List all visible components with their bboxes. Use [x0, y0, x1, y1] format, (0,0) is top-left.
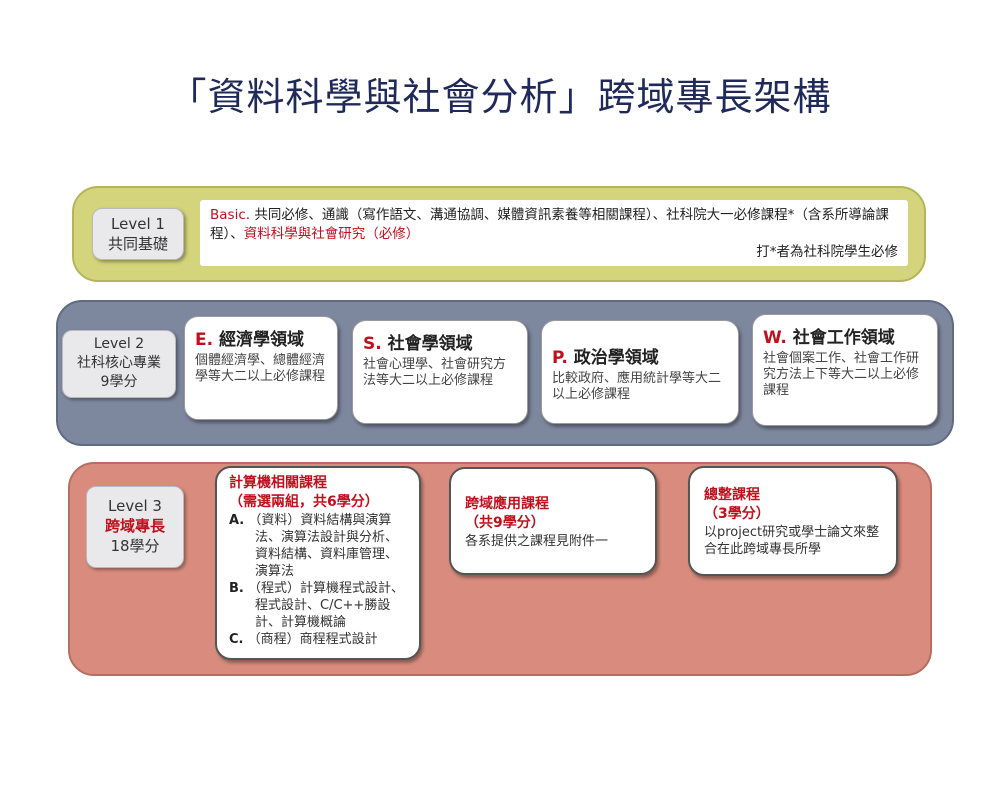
cross-domain-desc: 各系提供之課程見附件一 [465, 534, 609, 549]
level3-sublabel: 跨域專長 [104, 517, 165, 535]
economics-title: E. 經濟學領域 [195, 330, 304, 350]
social-work-title: W. 社會工作領域 [763, 328, 895, 348]
level2-sublabel: 社科核心專業 [77, 355, 161, 371]
level1-label: Level 1 [111, 215, 165, 233]
level3-credits: 18學分 [110, 537, 160, 555]
level1-sublabel: 共同基礎 [107, 235, 168, 253]
basic-text: 共同必修、通識（寫作語文、溝通協調、媒體資訊素養等相關課程）、社科院大一必修課程… [210, 207, 889, 242]
capstone-desc: 以project研究或學士論文來整合在此跨域專長所學 [704, 525, 880, 557]
level3-label: Level 3 [108, 497, 162, 515]
level2-label: Level 2 [93, 336, 145, 352]
basic-panel: Basic. 共同必修、通識（寫作語文、溝通協調、媒體資訊素養等相關課程）、社科… [200, 200, 908, 266]
capstone-card: 總整課程 （3學分） 以project研究或學士論文來整合在此跨域專長所學 [688, 466, 898, 576]
computing-credits: （需選兩組，共6學分） [229, 494, 379, 510]
level3-label-box: Level 3 跨域專長 18學分 [86, 486, 184, 568]
sociology-title: S. 社會學領域 [363, 334, 473, 354]
capstone-title: 總整課程 [704, 487, 760, 503]
basic-required-text: 資料科學與社會研究（必修） [243, 226, 420, 242]
level2-label-box: Level 2 社科核心專業 9學分 [62, 330, 176, 398]
capstone-credits: （3學分） [704, 506, 770, 522]
cross-domain-credits: （共9學分） [465, 515, 545, 531]
computing-title: 計算機相關課程 [229, 475, 327, 491]
basic-note: 打*者為社科院學生必修 [756, 244, 898, 260]
cross-domain-card: 跨域應用課程 （共9學分） 各系提供之課程見附件一 [449, 467, 657, 575]
economics-card: E. 經濟學領域 個體經濟學、總體經濟學等大二以上必修課程 [184, 316, 338, 420]
computing-item-b: B. （程式）計算機程式設計、程式設計、C/C++勝設計、計算機概論 [229, 581, 405, 630]
economics-desc: 個體經濟學、總體經濟學等大二以上必修課程 [195, 353, 326, 384]
sociology-desc: 社會心理學、社會研究方法等大二以上必修課程 [363, 357, 507, 388]
politics-card: P. 政治學領域 比較政府、應用統計學等大二以上必修課程 [541, 320, 739, 424]
cross-domain-title: 跨域應用課程 [465, 496, 549, 512]
politics-desc: 比較政府、應用統計學等大二以上必修課程 [552, 371, 722, 402]
level2-credits: 9學分 [100, 374, 138, 390]
sociology-card: S. 社會學領域 社會心理學、社會研究方法等大二以上必修課程 [352, 320, 528, 424]
page-title: 「資料科學與社會分析」跨域專長架構 [168, 75, 832, 119]
computing-card: 計算機相關課程 （需選兩組，共6學分） A. （資料）資料結構與演算法、演算法設… [215, 466, 421, 660]
level1-label-box: Level 1 共同基礎 [92, 208, 184, 260]
social-work-desc: 社會個案工作、社會工作研究方法上下等大二以上必修課程 [763, 351, 920, 398]
computing-item-a: A. （資料）資料結構與演算法、演算法設計與分析、資料結構、資料庫管理、演算法 [229, 513, 399, 579]
politics-title: P. 政治學領域 [552, 348, 659, 368]
computing-item-c: C. （商程）商程程式設計 [229, 632, 378, 647]
basic-tag: Basic. [210, 207, 251, 223]
social-work-card: W. 社會工作領域 社會個案工作、社會工作研究方法上下等大二以上必修課程 [752, 314, 938, 426]
